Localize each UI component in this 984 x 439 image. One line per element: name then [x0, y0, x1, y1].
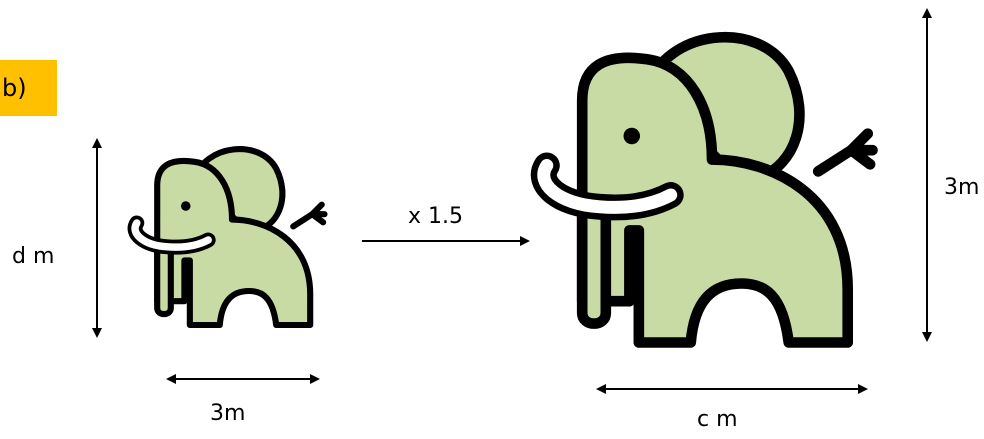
- large-height-label: 3m: [944, 175, 980, 200]
- part-label: b): [2, 74, 27, 102]
- large-elephant: [544, 37, 873, 342]
- small-width-label: 3m: [210, 401, 246, 426]
- small-elephant: [135, 149, 324, 325]
- scale-factor-label: x 1.5: [408, 204, 463, 229]
- part-label-badge: b): [0, 60, 57, 116]
- small-height-label: d m: [12, 244, 55, 269]
- large-width-label: c m: [697, 407, 738, 432]
